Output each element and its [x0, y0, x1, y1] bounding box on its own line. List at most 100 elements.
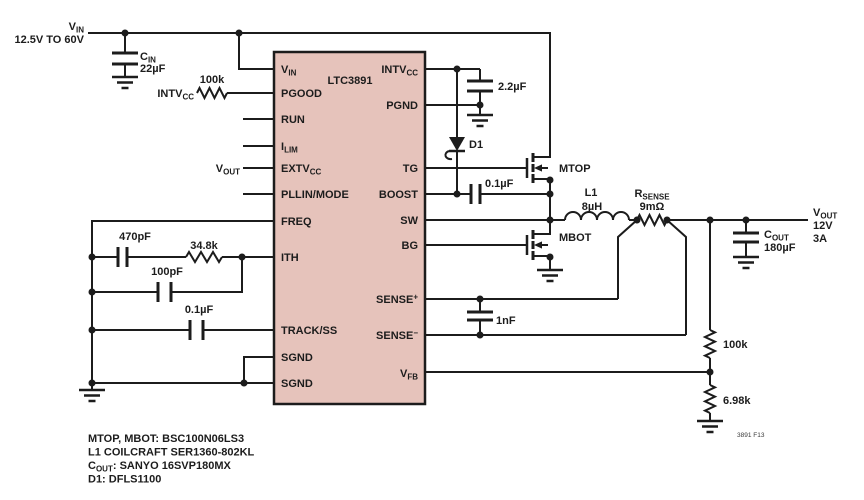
pin-ilim: ILIM	[281, 141, 298, 155]
pin-sgnd-1: SGND	[281, 352, 313, 364]
d1-schottky-hook	[444, 150, 453, 161]
label-mbot: MBOT	[559, 232, 592, 244]
pin-boost: BOOST	[379, 189, 418, 201]
ic-right-pin-labels: INTVCC PGND TG BOOST SW BG SENSE+ SENSE−…	[376, 64, 419, 382]
pin-run: RUN	[281, 114, 305, 126]
wire-vin-pin	[238, 33, 274, 70]
ground-cout	[733, 255, 759, 270]
note-mosfets: MTOP, MBOT: BSC100N06LS3	[88, 433, 244, 445]
inductor-coil	[564, 211, 630, 221]
cap-1nf	[467, 310, 493, 322]
wire-kelvin	[617, 219, 687, 335]
label-vout-current: 3A	[813, 233, 827, 245]
pin-bg: BG	[402, 240, 419, 252]
label-cout-value: 180µF	[764, 242, 796, 254]
cap-470pf	[116, 247, 129, 267]
cap-cin	[112, 51, 138, 66]
ic-left-pin-labels: VIN PGOOD RUN ILIM EXTVCC PLLIN/MODE FRE…	[281, 64, 349, 390]
junction-dots	[88, 29, 750, 387]
pin-pgnd: PGND	[386, 100, 418, 112]
note-cout: COUT: SANYO 16SVP180MX	[88, 460, 231, 474]
label-l1-value: 8µH	[582, 201, 602, 213]
resistor-6.98k-fb	[702, 384, 718, 414]
mtop-arrow	[534, 164, 542, 172]
figure-code: 3891 F13	[737, 432, 765, 439]
label-cout: COUT	[764, 229, 789, 243]
ic-ltc3891-body	[272, 50, 427, 406]
pin-freq: FREQ	[281, 216, 312, 228]
cap-100pf	[156, 282, 173, 302]
label-vin-range: 12.5V TO 60V	[14, 34, 84, 46]
wire-intvcc	[425, 68, 481, 115]
label-1nf: 1nF	[496, 315, 516, 327]
wires	[88, 32, 808, 421]
label-100pf: 100pF	[151, 266, 183, 278]
ground-left-rail	[79, 388, 105, 403]
cap-0.1uf-boost	[469, 184, 482, 204]
component-labels: VIN 12.5V TO 60V CIN 22µF 100k INTVCC VO…	[14, 21, 837, 439]
ground-pgnd	[467, 113, 493, 128]
pin-sgnd-2: SGND	[281, 378, 313, 390]
pin-sense-plus: SENSE+	[376, 293, 418, 307]
label-rsense: RSENSE	[634, 188, 670, 202]
pin-vin: VIN	[281, 64, 297, 78]
label-intvcc-net: INTVCC	[157, 88, 194, 102]
ground-cin	[112, 75, 138, 90]
ground-symbols	[79, 75, 759, 434]
label-0.1uf-boost: 0.1µF	[485, 178, 514, 190]
resistors	[185, 85, 718, 414]
label-mtop: MTOP	[559, 163, 591, 175]
label-vout-voltage: 12V	[813, 220, 833, 232]
pin-pgood: PGOOD	[281, 88, 322, 100]
wire-freq-rail	[91, 220, 274, 390]
label-d1: D1	[469, 139, 483, 151]
mosfet-mbot	[525, 230, 548, 260]
label-vout-net-extvcc: VOUT	[216, 163, 240, 177]
pin-pllin-mode: PLLIN/MODE	[281, 189, 349, 201]
resistor-100k-pgood	[196, 85, 228, 101]
d1-triangle	[449, 137, 465, 151]
label-100k-fb: 100k	[723, 339, 748, 351]
pin-vfb: VFB	[400, 368, 418, 382]
resistor-100k-fb	[702, 329, 718, 359]
pin-track-ss: TRACK/SS	[281, 325, 337, 337]
label-l1: L1	[585, 187, 598, 199]
wire-sense	[425, 298, 686, 336]
label-cin: CIN	[140, 51, 156, 65]
label-vin-net: VIN	[69, 21, 85, 35]
label-rsense-value: 9mΩ	[640, 201, 665, 213]
mbot-arrow	[534, 241, 542, 249]
pin-tg: TG	[403, 163, 418, 175]
pin-extvcc: EXTVCC	[281, 163, 322, 177]
pin-sw: SW	[400, 215, 418, 227]
cap-2.2uf	[467, 79, 493, 93]
cap-cout	[733, 231, 759, 244]
ground-mbot	[537, 268, 563, 283]
diode-d1	[444, 137, 465, 161]
resistor-34.8k	[185, 250, 223, 264]
pin-intvcc: INTVCC	[381, 64, 418, 78]
label-6.98k-fb: 6.98k	[723, 395, 751, 407]
wire-100pf	[92, 257, 243, 293]
mosfet-mtop	[525, 153, 550, 183]
note-d1: D1: DFLS1100	[88, 474, 161, 486]
mtop-stubs	[533, 156, 550, 169]
wire-sgnd	[92, 356, 274, 384]
note-inductor: L1 COILCRAFT SER1360-802KL	[88, 447, 255, 459]
wire-left-stubs	[243, 118, 274, 195]
label-0.1uf-ss: 0.1µF	[185, 304, 214, 316]
cap-0.1uf-ss	[188, 320, 205, 340]
notes: MTOP, MBOT: BSC100N06LS3 L1 COILCRAFT SE…	[88, 433, 255, 486]
label-cin-value: 22µF	[140, 63, 166, 75]
ic-part-number: LTC3891	[327, 75, 372, 87]
ground-feedback	[697, 419, 723, 434]
label-100k-pgood: 100k	[200, 74, 225, 86]
label-vout-net: VOUT	[813, 207, 837, 221]
label-2.2uf: 2.2µF	[498, 81, 527, 93]
pin-sense-minus: SENSE−	[376, 329, 418, 343]
resistor-rsense	[636, 212, 668, 228]
label-34.8k: 34.8k	[190, 240, 218, 252]
label-470pf: 470pF	[119, 231, 151, 243]
